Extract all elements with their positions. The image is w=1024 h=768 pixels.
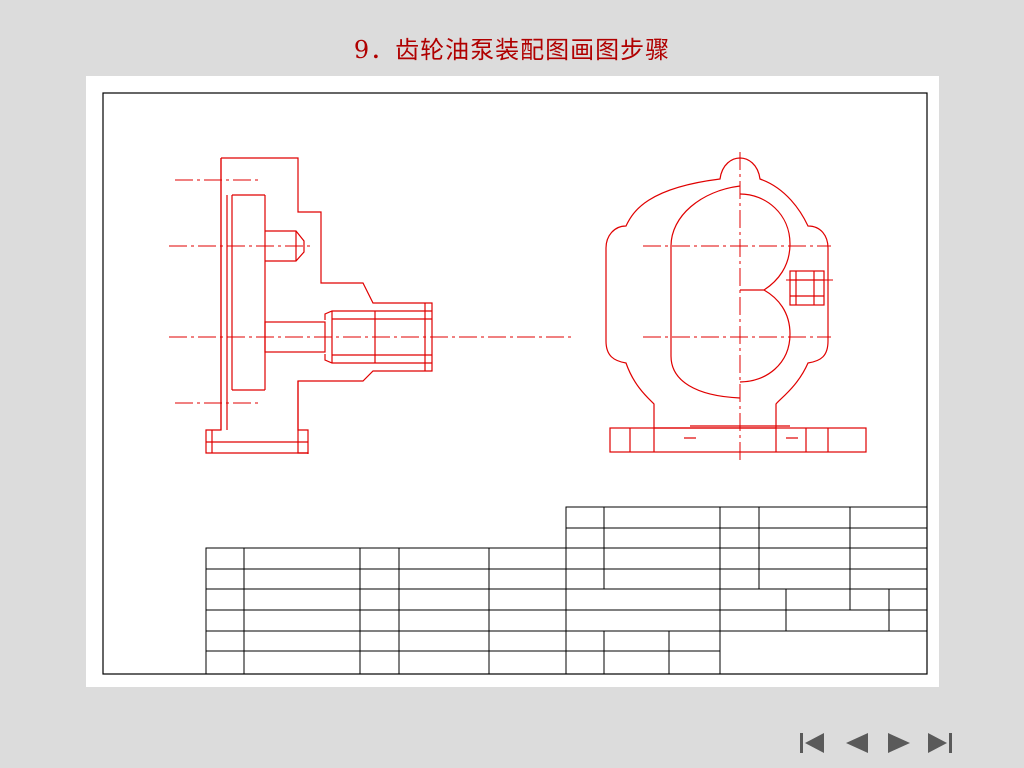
- assembly-drawing: [102, 92, 928, 675]
- triangle-left-icon: [846, 733, 868, 753]
- next-slide-button[interactable]: [884, 728, 916, 758]
- first-slide-button[interactable]: [796, 728, 828, 758]
- drawing-panel: [86, 76, 939, 687]
- title-block: [205, 506, 928, 675]
- skip-to-start-icon: [800, 733, 824, 753]
- slide-navigation: [796, 728, 956, 758]
- previous-slide-button[interactable]: [840, 728, 872, 758]
- slide-title: 9．齿轮油泵装配图画图步骤: [353, 36, 671, 64]
- triangle-right-icon: [888, 733, 910, 753]
- last-slide-button[interactable]: [924, 728, 956, 758]
- side-view: [605, 152, 867, 460]
- skip-to-end-icon: [928, 733, 952, 753]
- front-view: [169, 157, 573, 454]
